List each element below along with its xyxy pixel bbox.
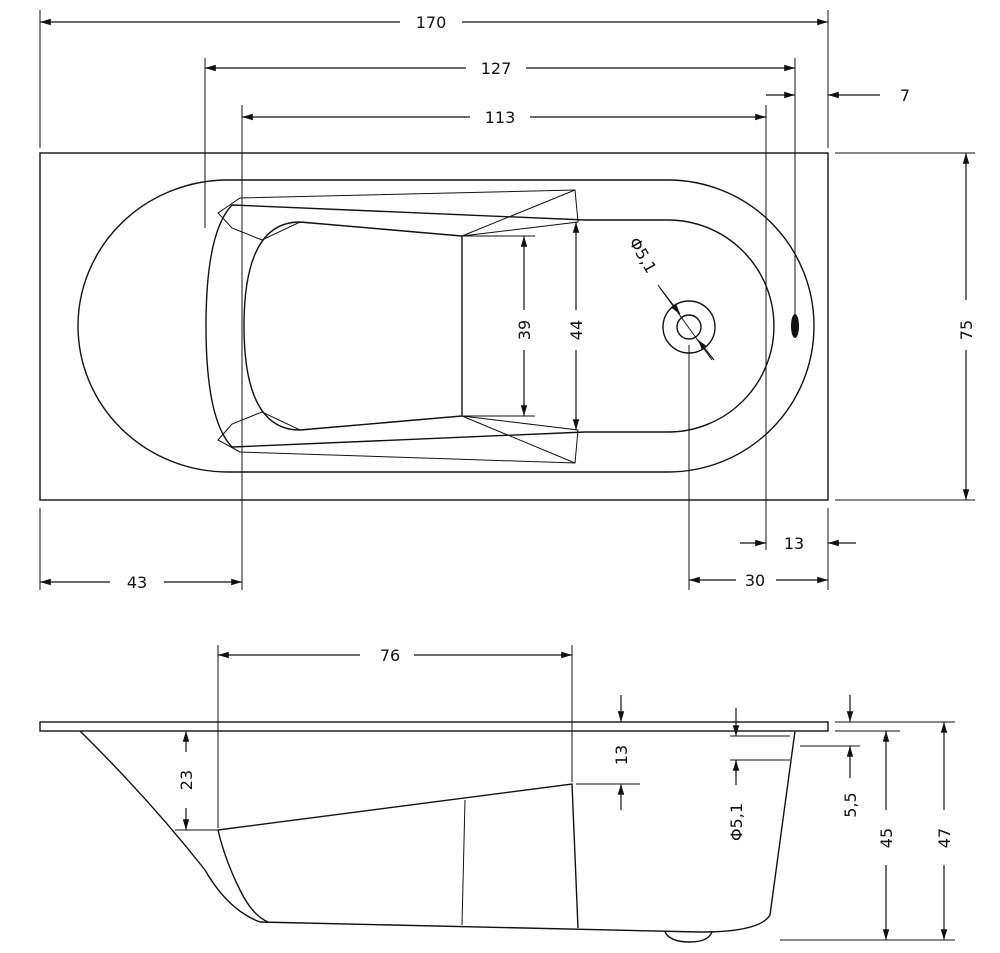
backrest-facet-bottom: [217, 411, 579, 464]
tub-rim-side: [39, 721, 829, 732]
tub-outline-top: [39, 152, 829, 501]
backrest-side: [217, 783, 579, 929]
dim-170: 170: [416, 13, 447, 32]
dim-13-side: 13: [612, 745, 631, 765]
dim-overflow-diameter: Φ5,1: [727, 803, 746, 841]
backrest-facet-top: [217, 189, 579, 241]
dim-13-top: 13: [784, 534, 804, 553]
tub-body-outer: [79, 730, 796, 933]
side-view: 76 23 13 Φ5,1 5,5 45 47: [39, 645, 955, 943]
backrest-inner: [243, 221, 463, 431]
drain-side: [664, 931, 713, 943]
dim-75: 75: [957, 320, 976, 340]
overflow-marker: [791, 314, 799, 338]
dim-76: 76: [380, 646, 400, 665]
dim-drain-diameter: Φ5,1: [625, 234, 660, 276]
dim-43: 43: [127, 573, 147, 592]
drain-inner: [676, 314, 702, 340]
dim-5-5: 5,5: [841, 792, 860, 817]
dim-127: 127: [481, 59, 512, 78]
tub-basin-top: [205, 204, 775, 448]
dim-30: 30: [745, 571, 765, 590]
dim-47: 47: [935, 828, 954, 848]
dim-arrow: [697, 339, 715, 361]
dim-23: 23: [177, 770, 196, 790]
top-view: 170 127 113 7 75 39 44 Φ5,1: [39, 10, 976, 592]
dim-7: 7: [900, 86, 910, 105]
dim-39: 39: [515, 320, 534, 340]
dim-45: 45: [877, 828, 896, 848]
dim-44: 44: [567, 320, 586, 340]
dim-arrow: [659, 287, 681, 315]
backrest-fold-side: [461, 799, 466, 926]
tub-rim-top: [77, 179, 815, 473]
backrest-fold-top: [461, 189, 576, 237]
backrest-fold-bottom: [461, 415, 576, 464]
dim-113: 113: [485, 108, 516, 127]
